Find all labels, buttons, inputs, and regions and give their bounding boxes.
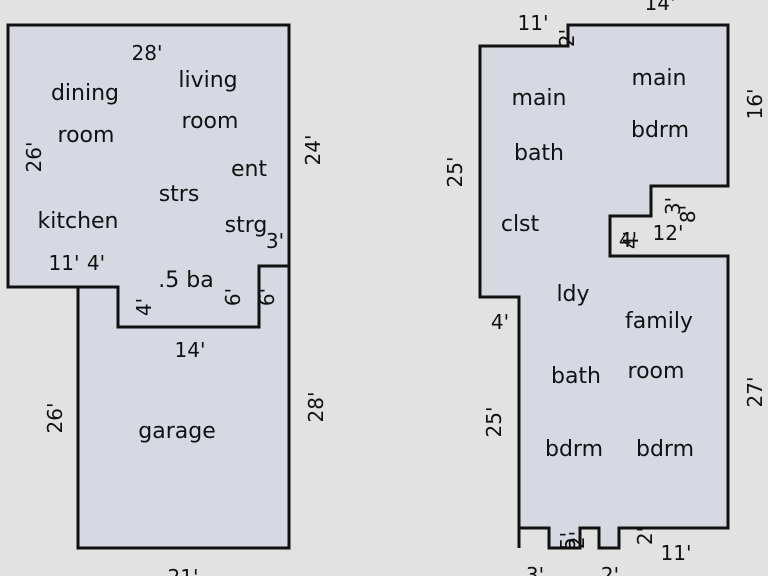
garage-outline — [76, 264, 291, 550]
room-closet-label: clst — [501, 212, 540, 237]
dim-right-upper: 16' — [743, 89, 767, 120]
room-family-label-2: room — [628, 359, 685, 384]
dim-top-right: 14' — [645, 0, 676, 15]
dim-kitchen-width: 11' — [49, 251, 80, 275]
dim-notch-b: 4' — [132, 298, 156, 316]
dim-left-lower: 25' — [482, 407, 506, 438]
room-main-bath-label: main — [512, 86, 567, 111]
room-bath-label: bath — [551, 364, 601, 389]
room-living-label: living — [178, 68, 237, 93]
room-garage-label: garage — [138, 419, 215, 444]
room-bdrm-left-label: bdrm — [545, 437, 603, 462]
dim-right-upper: 24' — [301, 135, 325, 166]
dim-bottom-step-a: 2' — [565, 531, 589, 549]
dim-top-step: 2' — [555, 29, 579, 47]
room-bdrm-right-label: bdrm — [636, 437, 694, 462]
dim-top-left: 11' — [518, 11, 549, 35]
room-living-label-2: room — [182, 109, 239, 134]
second-floor: main bath main bdrm clst ldy family room… — [443, 0, 767, 576]
room-main-bath-label-2: bath — [514, 141, 564, 166]
room-storage-label: strg — [225, 213, 268, 238]
room-laundry-label: ldy — [556, 282, 589, 307]
dim-notch-a: 4' — [87, 251, 105, 275]
room-ent-label: ent — [231, 157, 267, 182]
dim-notch-c: 6' — [221, 288, 245, 306]
dim-bottom-a: 3' — [526, 563, 544, 576]
dim-notch-d: 6' — [255, 288, 279, 306]
dim-notch-width: 12' — [653, 221, 684, 245]
dim-bottom-step-c: 2' — [633, 527, 657, 545]
dim-right-lower: 28' — [304, 392, 328, 423]
dim-notch-b: 8' — [676, 205, 700, 223]
room-half-bath-label: .5 ba — [158, 268, 213, 293]
first-floor: dining room living room ent strs kitchen… — [6, 23, 328, 576]
dim-bottom-b: 2' — [601, 563, 619, 576]
room-dining-label-2: room — [58, 123, 115, 148]
dim-notch-d: 4' — [619, 228, 637, 252]
dim-bottom-c: 11' — [661, 541, 692, 565]
room-family-label: family — [625, 309, 693, 334]
room-dining-label: dining — [51, 81, 119, 106]
dim-step-left: 4' — [491, 310, 509, 334]
room-main-bdrm-label-2: bdrm — [631, 118, 689, 143]
dim-top: 28' — [132, 41, 163, 65]
dim-left-lower: 26' — [43, 403, 67, 434]
dim-right-lower: 27' — [743, 377, 767, 408]
dim-bottom-step-b: 5' — [556, 532, 580, 550]
room-main-bdrm-label: main — [632, 66, 687, 91]
dim-notch-c: 4' — [619, 231, 643, 249]
dim-left-upper: 26' — [22, 142, 46, 173]
second-floor-outline — [478, 23, 730, 550]
room-stairs-label: strs — [159, 182, 200, 207]
dim-notch-width: 14' — [175, 338, 206, 362]
dim-step: 3' — [266, 229, 284, 253]
dim-notch-a: 3' — [661, 197, 685, 215]
dim-bottom: 21' — [168, 565, 199, 576]
room-kitchen-label: kitchen — [38, 209, 119, 234]
dim-left-upper: 25' — [443, 157, 467, 188]
